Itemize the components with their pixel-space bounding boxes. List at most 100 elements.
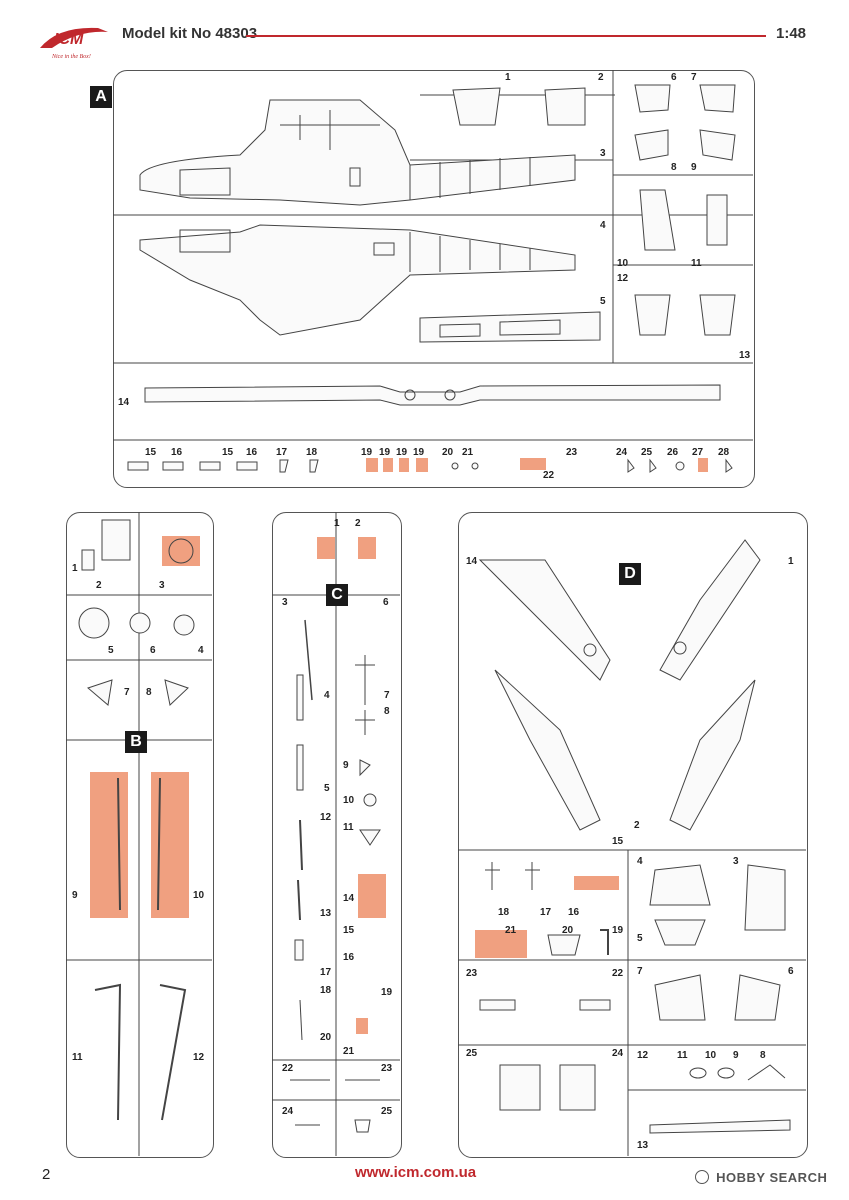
part-number: 20 (442, 447, 454, 458)
part-number: 7 (637, 966, 643, 977)
part-number: 26 (667, 447, 679, 458)
watermark-text: HOBBY SEARCH (716, 1170, 828, 1185)
part-number: 5 (108, 645, 114, 656)
part-number: 16 (171, 447, 183, 458)
part-number: 23 (381, 1063, 393, 1074)
watermark: HOBBY SEARCH (695, 1170, 827, 1185)
part-number: 1 (505, 72, 511, 83)
model-kit-title: Model kit No 48303 (122, 25, 258, 42)
part-number: 16 (343, 952, 355, 963)
sprue-a-label: A (90, 86, 112, 108)
part-number: 9 (72, 890, 78, 901)
part-number: 17 (276, 447, 288, 458)
part-number: 4 (637, 856, 643, 867)
part-number: 27 (692, 447, 704, 458)
part-number: 24 (616, 447, 628, 458)
part-number: 2 (355, 518, 361, 529)
part-number: 21 (505, 925, 517, 936)
part-number: 10 (193, 890, 205, 901)
part-number: 10 (343, 795, 355, 806)
part-number: 19 (413, 447, 425, 458)
part-number: 10 (705, 1050, 717, 1061)
part-number: 11 (343, 822, 354, 833)
sprue-b-frame (66, 512, 214, 1158)
part-number: 5 (600, 296, 606, 307)
brand-text: ICM (54, 31, 84, 48)
part-number: 16 (246, 447, 258, 458)
part-number: 2 (598, 72, 604, 83)
website-link[interactable]: www.icm.com.ua (355, 1164, 477, 1181)
part-number: 18 (306, 447, 318, 458)
part-number: 19 (379, 447, 391, 458)
part-number: 12 (617, 273, 629, 284)
sprue-c-frame (272, 512, 402, 1158)
icm-logo: ICM Nice in the Box! (38, 22, 112, 62)
header-rule (246, 35, 766, 37)
part-number: 15 (343, 925, 355, 936)
part-number: 23 (466, 968, 478, 979)
scale-label: 1:48 (776, 25, 807, 42)
part-number: 4 (198, 645, 204, 656)
part-number: 6 (150, 645, 156, 656)
part-number: 14 (118, 397, 130, 408)
part-number: 19 (381, 987, 393, 998)
part-number: 17 (540, 907, 552, 918)
part-number: 12 (637, 1050, 649, 1061)
part-number: 9 (691, 162, 697, 173)
part-number: 25 (641, 447, 653, 458)
part-number: 1 (788, 556, 794, 567)
part-number: 11 (691, 258, 702, 269)
part-number: 4 (600, 220, 606, 231)
part-number: 23 (566, 447, 578, 458)
part-number: 13 (739, 350, 751, 361)
part-number: 6 (671, 72, 677, 83)
page-number: 2 (42, 1166, 51, 1183)
part-number: 18 (498, 907, 510, 918)
part-number: 16 (568, 907, 580, 918)
part-number: 15 (612, 836, 624, 847)
part-number: 15 (145, 447, 157, 458)
part-number: 20 (320, 1032, 332, 1043)
part-number: 1 (334, 518, 340, 529)
part-number: 2 (634, 820, 640, 831)
watermark-icon (695, 1170, 709, 1184)
sprue-d-frame (458, 512, 808, 1158)
part-number: 11 (677, 1050, 688, 1061)
part-number: 12 (193, 1052, 205, 1063)
sprue-c-label: C (326, 584, 348, 606)
sprue-b-label: B (125, 731, 147, 753)
part-number: 3 (282, 597, 288, 608)
part-number: 3 (733, 856, 739, 867)
part-number: 19 (612, 925, 624, 936)
part-number: 3 (600, 148, 606, 159)
part-number: 28 (718, 447, 730, 458)
part-number: 13 (637, 1140, 649, 1151)
part-number: 5 (324, 783, 330, 794)
part-number: 1 (72, 563, 78, 574)
part-number: 14 (343, 893, 355, 904)
part-number: 9 (733, 1050, 739, 1061)
part-number: 7 (124, 687, 130, 698)
part-number: 21 (462, 447, 474, 458)
tagline-text: Nice in the Box! (51, 54, 91, 60)
part-number: 3 (159, 580, 165, 591)
part-number: 2 (96, 580, 102, 591)
part-number: 25 (381, 1106, 393, 1117)
part-number: 10 (617, 258, 629, 269)
part-number: 15 (222, 447, 234, 458)
part-number: 4 (324, 690, 330, 701)
part-number: 18 (320, 985, 332, 996)
part-number: 9 (343, 760, 349, 771)
part-number: 7 (691, 72, 697, 83)
part-number: 24 (612, 1048, 624, 1059)
part-number: 12 (320, 812, 332, 823)
part-number: 17 (320, 967, 332, 978)
part-number: 6 (383, 597, 389, 608)
sprue-d-label: D (619, 563, 641, 585)
part-number: 8 (671, 162, 677, 173)
part-number: 7 (384, 690, 390, 701)
part-number: 8 (760, 1050, 766, 1061)
part-number: 5 (637, 933, 643, 944)
part-number: 21 (343, 1046, 355, 1057)
part-number: 19 (361, 447, 373, 458)
